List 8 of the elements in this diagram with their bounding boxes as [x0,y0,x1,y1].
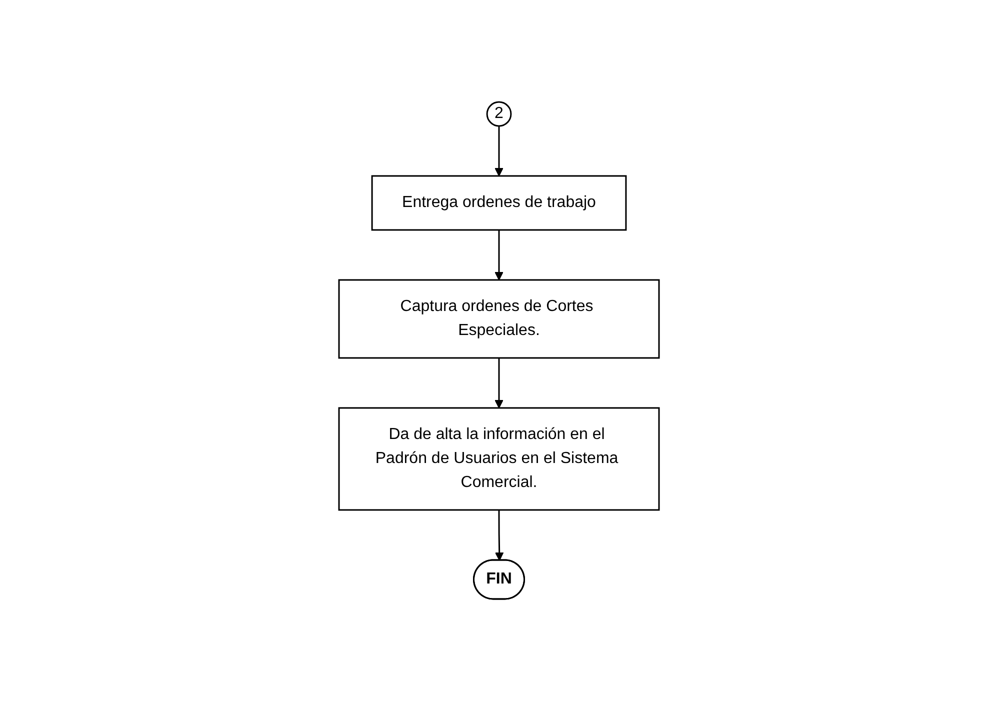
arrow [494,230,503,280]
node-circle: 2 [486,101,512,127]
node-box: Entrega ordenes de trabajo [370,175,626,231]
node-box: Da de alta la información en el Padrón de Usuarios en el Sistema Comercial. [338,407,660,511]
arrow [494,126,503,176]
node-box: Captura ordenes de Cortes Especiales. [338,279,660,359]
arrow [494,358,503,408]
arrow [494,510,504,561]
